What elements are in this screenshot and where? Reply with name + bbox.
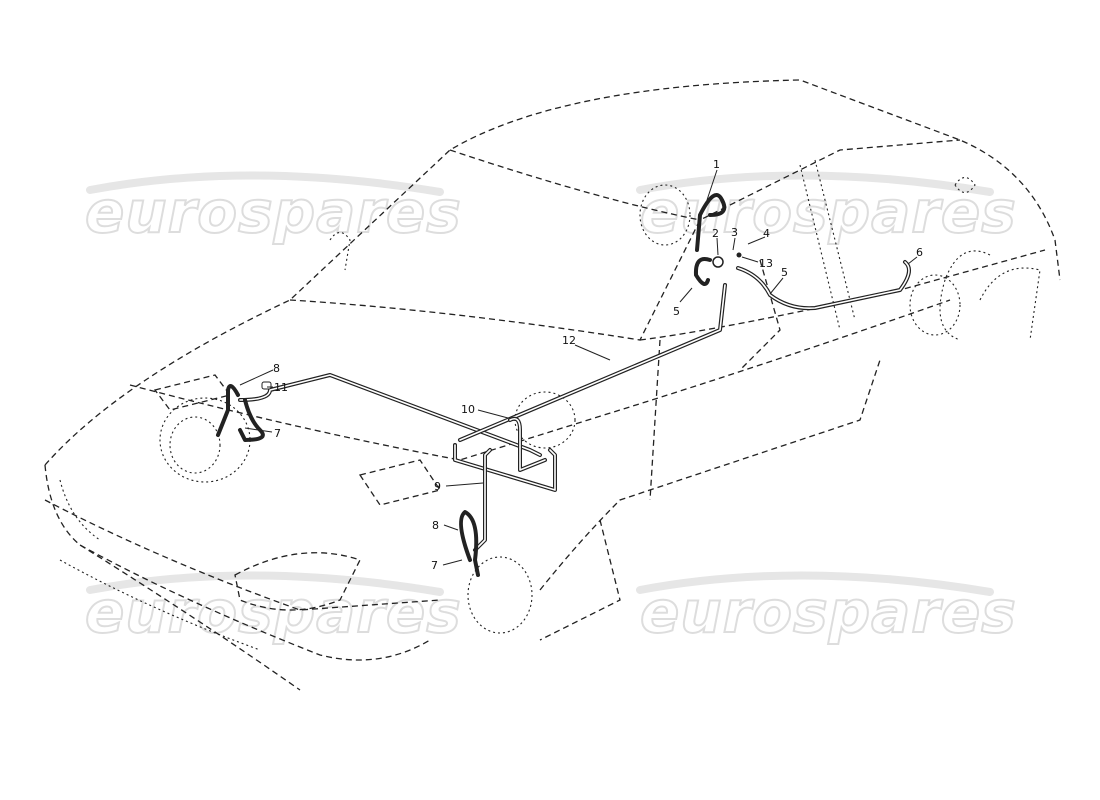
car-outline — [44, 79, 1061, 691]
grommet — [261, 381, 272, 390]
front-right-disc — [467, 556, 533, 634]
watermark-swoosh — [86, 171, 444, 196]
washer — [736, 252, 742, 258]
junction-block — [712, 256, 724, 268]
rear-right-disc — [909, 274, 961, 336]
brake-pipes — [216, 193, 911, 577]
callout-1: 1 — [713, 158, 720, 171]
callout-12: 12 — [562, 334, 576, 347]
callout-8: 8 — [432, 519, 439, 532]
callout-5: 5 — [781, 266, 788, 279]
callout-13: 13 — [759, 257, 773, 270]
callout-6: 6 — [916, 246, 923, 259]
callout-5: 5 — [673, 305, 680, 318]
watermark: eurospares — [640, 578, 1017, 646]
callout-9: 9 — [434, 480, 441, 493]
callout-8: 8 — [273, 362, 280, 375]
callout-10: 10 — [461, 403, 475, 416]
watermark-swoosh — [636, 571, 994, 596]
watermark-swoosh — [636, 171, 994, 196]
watermark-swoosh — [86, 571, 444, 596]
watermark: eurospares — [85, 178, 462, 246]
callout-3: 3 — [731, 226, 738, 239]
callout-7: 7 — [431, 559, 438, 572]
callout-7: 7 — [274, 427, 281, 440]
rear-left-disc — [639, 184, 691, 246]
callout-4: 4 — [763, 227, 770, 240]
callout-11: 11 — [274, 381, 288, 394]
callout-2: 2 — [712, 227, 719, 240]
callouts: 1 2 3 4 13 5 5 6 12 8 11 7 10 9 8 7 — [239, 158, 923, 572]
front-left-disc — [159, 397, 251, 483]
watermarks: eurospares eurospares eurospares eurospa… — [84, 171, 1017, 647]
